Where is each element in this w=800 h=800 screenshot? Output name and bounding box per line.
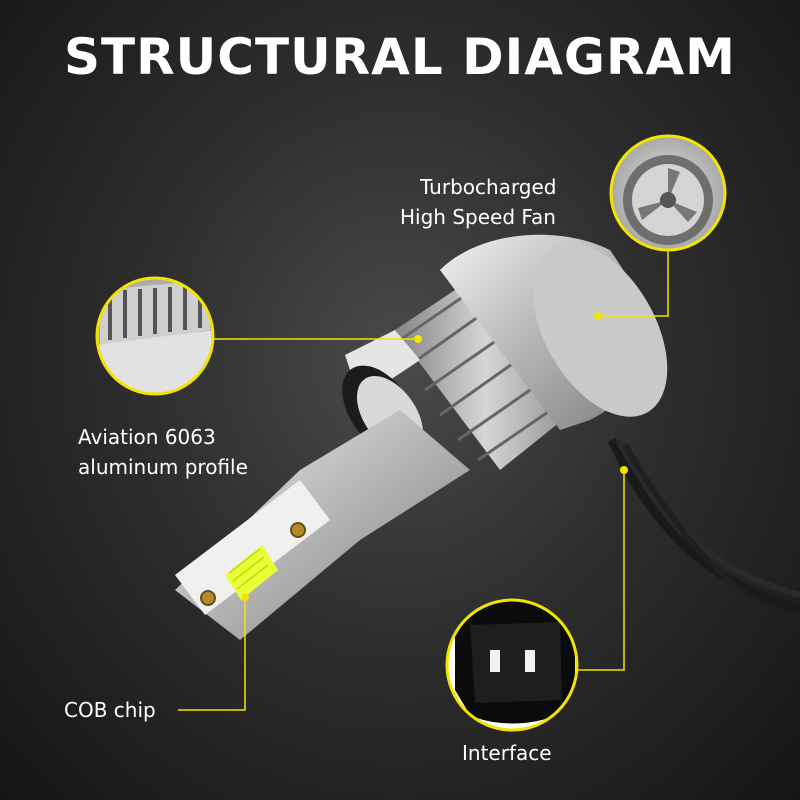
cob-label: COB chip <box>64 698 156 722</box>
cable-bundle <box>607 438 800 633</box>
profile-dot <box>414 335 422 343</box>
fan-label-line2: High Speed Fan <box>400 205 556 229</box>
interface-detail-circle <box>445 598 579 732</box>
interface-leader <box>577 470 625 671</box>
callout-dots <box>241 312 628 601</box>
profile-detail-circle <box>95 276 215 396</box>
fan-leader <box>598 250 669 317</box>
fan-dot <box>594 312 602 320</box>
profile-label-line2: aluminum profile <box>78 455 248 479</box>
callout-leaders <box>178 250 669 711</box>
fan-label: Turbocharged High Speed Fan <box>400 172 557 232</box>
fan-label-line1: Turbocharged <box>420 175 557 199</box>
cob-dot <box>241 593 249 601</box>
interface-label: Interface <box>462 741 552 765</box>
profile-label: Aviation 6063 aluminum profile <box>78 422 248 482</box>
fan-detail-circle <box>609 134 727 252</box>
cob-leader <box>178 597 246 711</box>
heatsink-fins <box>395 280 575 470</box>
cob-chip <box>225 545 278 600</box>
fan-housing <box>440 234 668 430</box>
interface-dot <box>620 466 628 474</box>
page-title: STRUCTURAL DIAGRAM <box>64 28 736 86</box>
profile-label-line1: Aviation 6063 <box>78 425 216 449</box>
